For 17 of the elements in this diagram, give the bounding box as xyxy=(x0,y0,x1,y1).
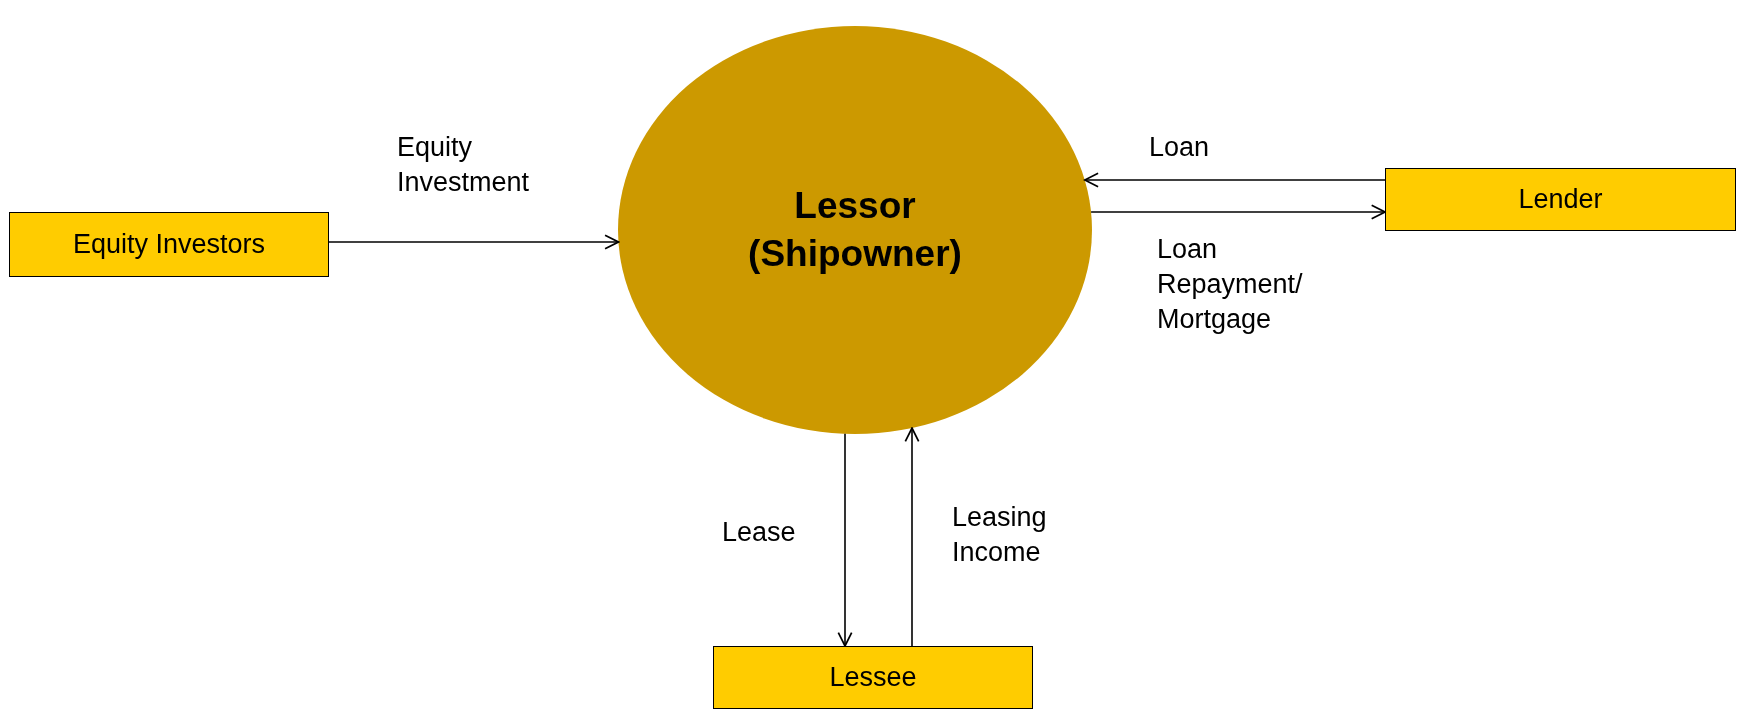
edge-label: Lease xyxy=(722,516,797,549)
entity-box xyxy=(1385,168,1736,231)
arrow xyxy=(1090,204,1386,220)
arrow xyxy=(904,427,920,647)
edge-label: Loan xyxy=(1149,131,1211,164)
edge-label: Equity Investment xyxy=(397,131,531,200)
node-label: Lessee xyxy=(829,661,917,695)
node-title: Lessor (Shipowner) xyxy=(747,183,963,276)
edge-label: Leasing Income xyxy=(952,501,1048,570)
arrow xyxy=(837,433,853,647)
node-label: Equity Investors xyxy=(72,228,266,262)
arrow xyxy=(1083,172,1386,188)
node-label: Lender xyxy=(1518,183,1603,217)
entity-box xyxy=(9,212,329,277)
edge-label: Loan Repayment/ Mortgage xyxy=(1157,233,1304,337)
arrow xyxy=(328,234,620,250)
entity-box xyxy=(713,646,1033,709)
